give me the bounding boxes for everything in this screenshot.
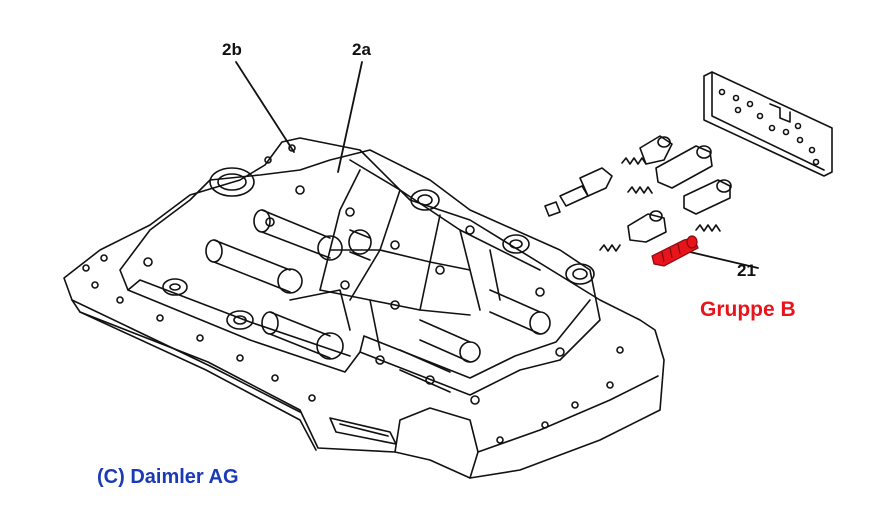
callout-label-21: 21 bbox=[737, 261, 756, 280]
copyright-notice: (C) Daimler AG bbox=[97, 466, 239, 488]
valve-spring-lower bbox=[599, 244, 621, 252]
leader-line-2a bbox=[337, 61, 363, 173]
left-spool-group bbox=[205, 209, 372, 360]
valve-body-base-plate bbox=[63, 137, 665, 479]
leader-line-2b bbox=[235, 61, 295, 153]
housing-ribs bbox=[289, 159, 541, 351]
callout-label-2a: 2a bbox=[352, 40, 371, 59]
valve-spring-middle bbox=[627, 186, 653, 194]
valve-spring-right bbox=[695, 224, 721, 232]
pressure-cap bbox=[209, 167, 255, 197]
leader-lines bbox=[235, 61, 759, 269]
leader-line-21 bbox=[689, 251, 759, 269]
valve-spring-top bbox=[621, 157, 647, 165]
exploded-valve-parts bbox=[544, 135, 732, 252]
valve-spool-top bbox=[544, 167, 613, 217]
valve-piston-top bbox=[639, 135, 673, 165]
cover-plate bbox=[703, 71, 833, 177]
housing-bosses bbox=[162, 189, 595, 330]
valve-plunger-right bbox=[683, 179, 732, 215]
valve-sleeve-middle bbox=[655, 145, 713, 189]
highlighted-part-21 bbox=[651, 235, 699, 267]
base-screw-holes bbox=[82, 144, 624, 444]
right-spool-group bbox=[399, 289, 551, 393]
callout-label-2b: 2b bbox=[222, 40, 242, 59]
group-label: Gruppe B bbox=[700, 298, 796, 321]
housing-bolts bbox=[143, 185, 565, 405]
valve-spool-lower bbox=[627, 210, 667, 243]
cover-plate-holes bbox=[718, 88, 820, 166]
valve-housing bbox=[119, 149, 601, 405]
